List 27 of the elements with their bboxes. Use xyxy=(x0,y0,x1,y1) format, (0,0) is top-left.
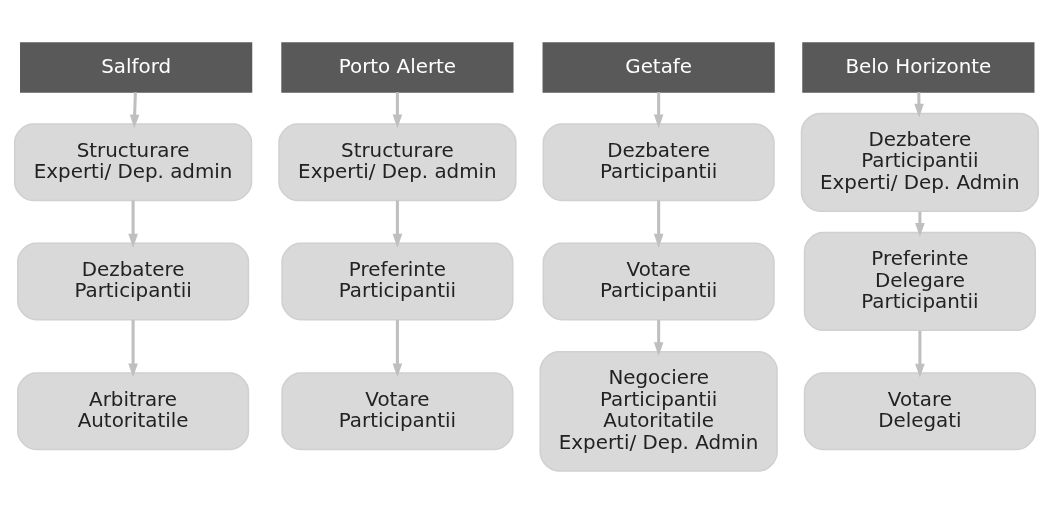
node-box: Votare Participantii xyxy=(281,371,514,450)
arrow xyxy=(914,91,924,118)
arrow xyxy=(128,319,138,377)
arrow xyxy=(392,319,403,377)
node-box: Structurare Experti/ Dep. admin xyxy=(278,122,517,201)
arrow xyxy=(915,330,925,377)
node-box: Dezbatere Participantii Experti/ Dep. Admin xyxy=(800,112,1040,212)
node-box: Getafe xyxy=(542,41,775,93)
node-box: Arbitrare Autoritatile xyxy=(17,371,250,450)
arrow xyxy=(653,200,664,248)
node-box: Preferinte Participantii xyxy=(281,242,514,320)
node-box: Porto Alerte xyxy=(281,41,514,93)
node-box: Structurare Experti/ Dep. admin xyxy=(13,122,253,201)
node-box: Votare Delegati xyxy=(803,371,1036,450)
node-box: Negociere Participantii Autoritatile Experti/ Dep. Admin xyxy=(539,350,778,472)
node-box: Belo Horizonte xyxy=(802,41,1035,93)
arrow xyxy=(653,319,664,356)
arrow xyxy=(128,200,138,248)
node-box: Dezbatere Participantii xyxy=(542,122,775,201)
arrow xyxy=(392,91,403,128)
arrow xyxy=(653,91,664,128)
arrow xyxy=(129,91,140,128)
node-box: Salford xyxy=(20,41,253,93)
node-box: Preferinte Delegare Participantii xyxy=(803,231,1036,331)
node-box: Votare Participantii xyxy=(542,242,775,320)
node-box: Dezbatere Participantii xyxy=(17,242,250,320)
arrow xyxy=(392,200,403,248)
